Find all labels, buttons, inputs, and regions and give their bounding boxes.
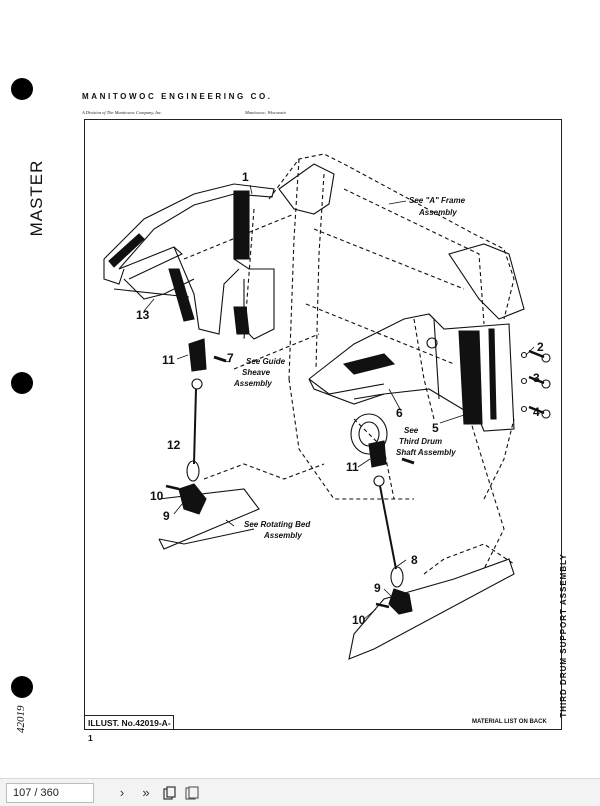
- a-frame-note-1: See "A" Frame: [409, 196, 466, 205]
- a-frame-right: [448, 243, 525, 320]
- viewer-toolbar: 107 / 360 › »: [0, 778, 600, 806]
- drawing-frame: [84, 119, 562, 730]
- pages-icon[interactable]: [182, 783, 202, 803]
- callout-12: 12: [167, 438, 181, 452]
- left-clevis-top: [188, 338, 207, 372]
- left-bracket-arc: [103, 183, 275, 270]
- double-chevron-right-icon[interactable]: »: [142, 785, 150, 800]
- drum-shaft-ring: [350, 413, 388, 455]
- handwritten-number: 42019: [15, 705, 27, 734]
- callout-8: 8: [411, 553, 418, 567]
- right-bracket: [308, 313, 515, 432]
- guide-sheave-note-1: See Guide: [246, 357, 286, 366]
- callout-13: 13: [136, 308, 150, 322]
- callout-10a: 10: [150, 489, 164, 503]
- chevron-right-icon[interactable]: ›: [119, 785, 125, 800]
- guide-sheave-note-2: Sheave: [242, 368, 271, 377]
- callout-9b: 9: [374, 581, 381, 595]
- guide-sheave-note-3: Assembly: [233, 379, 272, 388]
- rotating-bed-note-1: See Rotating Bed: [244, 520, 311, 529]
- page-indicator-input[interactable]: 107 / 360: [6, 783, 94, 803]
- division-line: A Division of The Manitowoc Company, Inc…: [82, 110, 163, 115]
- callout-4: 4: [533, 405, 540, 419]
- location-line: Manitowoc, Wisconsin: [245, 110, 286, 115]
- side-title: THIRD DRUM SUPPORT ASSEMBLY: [559, 553, 568, 718]
- callout-2: 2: [537, 340, 544, 354]
- punch-hole-top: [11, 78, 33, 100]
- copy-icon[interactable]: [160, 783, 180, 803]
- document-page: MASTER MANITOWOC ENGINEERING CO. A Divis…: [11, 78, 568, 743]
- bushing: [426, 337, 438, 349]
- right-rod: [379, 485, 397, 570]
- rotating-bed-note-2: Assembly: [263, 531, 302, 540]
- right-clevis-top: [368, 440, 387, 468]
- a-frame-note-2: Assembly: [418, 208, 457, 217]
- company-name: MANITOWOC ENGINEERING CO.: [82, 92, 273, 101]
- callout-7: 7: [227, 351, 234, 365]
- callout-11a: 11: [162, 353, 175, 367]
- left-rod: [193, 388, 197, 465]
- callout-10b: 10: [352, 613, 366, 627]
- callout-3: 3: [533, 371, 540, 385]
- third-drum-note-2: Third Drum: [399, 437, 442, 446]
- punch-hole-bottom: [11, 676, 33, 698]
- master-stamp: MASTER: [27, 159, 46, 237]
- callout-5: 5: [432, 421, 439, 435]
- assembly-drawing: 1 2 3 4 5 6 7 8 9 9 10 10 11 11 12 13: [103, 153, 551, 660]
- punch-hole-middle: [11, 372, 33, 394]
- third-drum-note-1: See: [404, 426, 419, 435]
- callout-11b: 11: [346, 460, 359, 474]
- base-plate: [348, 558, 515, 660]
- a-frame-top: [278, 163, 335, 215]
- callout-1: 1: [242, 170, 249, 184]
- a-frame-dashed: [183, 153, 515, 570]
- illustration-label: ILLUST. No.42019-A-1: [84, 715, 174, 743]
- third-drum-note-3: Shaft Assembly: [396, 448, 456, 457]
- material-note: MATERIAL LIST ON BACK: [472, 719, 547, 725]
- callout-6: 6: [396, 406, 403, 420]
- callout-9a: 9: [163, 509, 170, 523]
